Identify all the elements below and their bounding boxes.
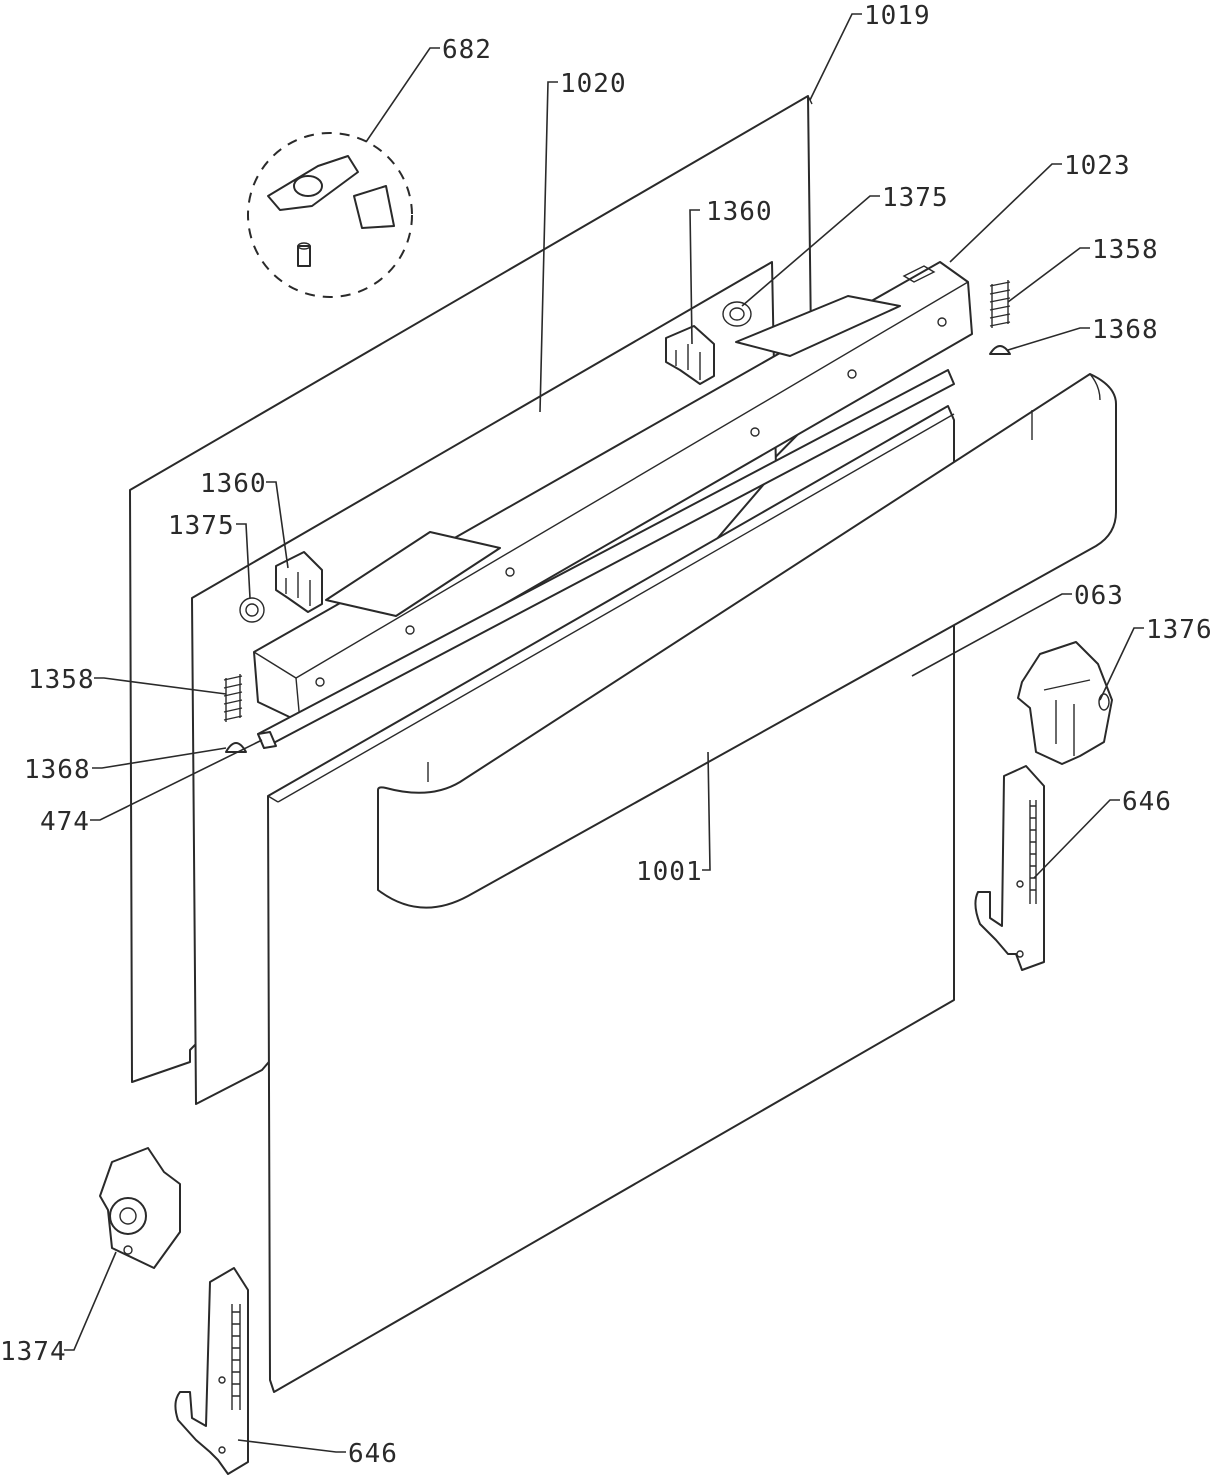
hinge-646-right [974,765,1045,971]
label-646-right: 646 [1122,787,1172,817]
label-1023: 1023 [1064,151,1131,181]
label-1375-left: 1375 [168,511,235,541]
door-handle [377,373,1117,909]
plug-1368-right [989,345,1011,355]
top-channel-bar [253,261,973,723]
label-1358-right: 1358 [1092,235,1159,265]
label-646-bottom: 646 [348,1439,398,1469]
label-1001: 1001 [636,857,703,887]
spring-1358-right [989,280,1011,328]
leader-lines [64,13,1144,1453]
label-1375-top: 1375 [882,183,949,213]
label-682: 682 [442,35,492,65]
seal-strip [257,369,955,749]
label-1358-left: 1358 [28,665,95,695]
label-1360-top: 1360 [706,197,773,227]
label-1376: 1376 [1146,615,1210,645]
spring-1358-left [223,674,243,722]
label-063: 063 [1074,581,1124,611]
label-1368-right: 1368 [1092,315,1159,345]
label-1019: 1019 [864,1,931,31]
hinge-646-bottom [174,1267,249,1475]
clip-1360-top [665,325,715,385]
label-1020: 1020 [560,69,627,99]
label-1374: 1374 [0,1337,67,1367]
detail-circle-682 [247,132,413,298]
hinge-bracket-1376 [1017,641,1113,765]
label-1368-left: 1368 [24,755,91,785]
hinge-bracket-1374 [99,1147,181,1269]
label-474: 474 [40,807,90,837]
label-1360-left: 1360 [200,469,267,499]
